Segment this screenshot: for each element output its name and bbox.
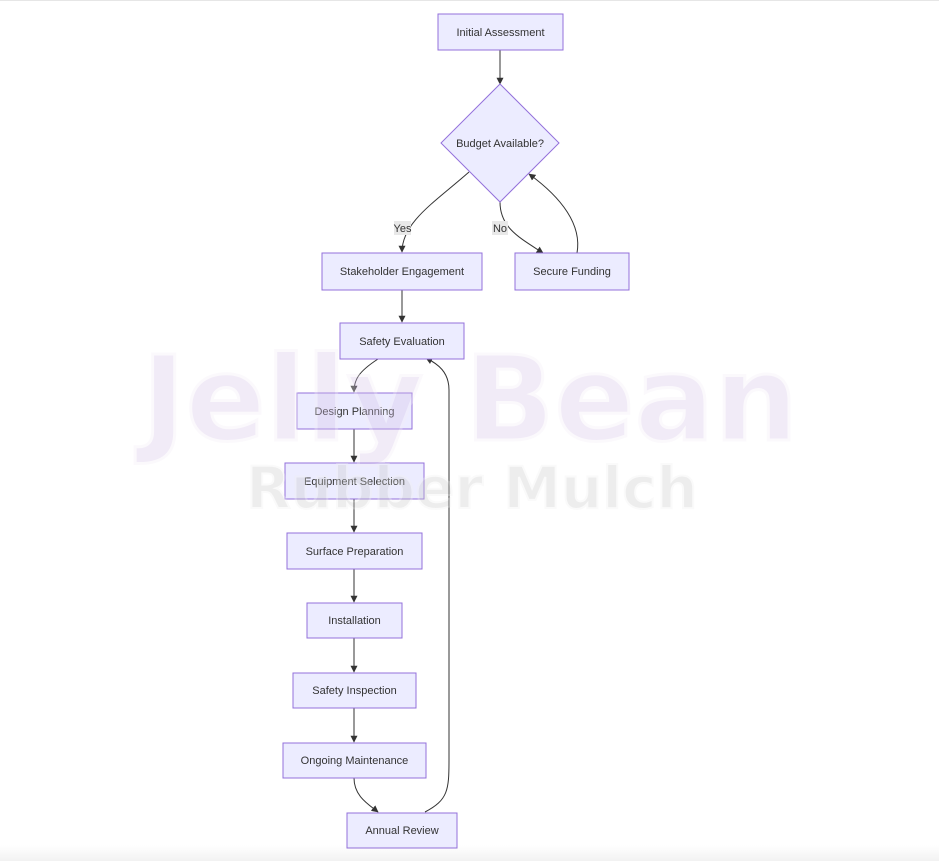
svg-text:Safety Evaluation: Safety Evaluation [359,336,445,348]
svg-text:Secure Funding: Secure Funding [533,266,611,278]
watermark-logo: Jelly Bean Rubber Mulch [133,329,799,524]
edge-budget-to-stakeholder [398,171,470,253]
node-equipment-selection[interactable]: Equipment Selection [284,462,425,500]
svg-text:Budget Available?: Budget Available? [456,138,544,150]
node-initial-assessment[interactable]: Initial Assessment [437,13,564,51]
node-ongoing-maintenance[interactable]: Ongoing Maintenance [282,742,427,779]
svg-text:Initial Assessment: Initial Assessment [456,27,544,39]
edge-maintenance-to-review [353,777,379,813]
node-budget-available[interactable]: Budget Available? [440,83,560,203]
svg-text:Surface Preparation: Surface Preparation [306,546,404,558]
svg-text:Equipment Selection: Equipment Selection [304,476,405,488]
edge-safety-evaluation-to-design [350,358,379,393]
node-design-planning[interactable]: Design Planning [296,392,413,430]
svg-text:Ongoing Maintenance: Ongoing Maintenance [301,755,409,767]
node-safety-inspection[interactable]: Safety Inspection [292,672,417,709]
svg-text:Yes: Yes [394,223,412,235]
edge-label-yes: Yes [394,221,412,235]
node-secure-funding[interactable]: Secure Funding [514,252,630,291]
svg-text:Rubber Mulch: Rubber Mulch [246,454,698,522]
svg-text:No: No [493,223,507,235]
node-surface-preparation[interactable]: Surface Preparation [286,532,423,570]
svg-text:Design Planning: Design Planning [314,406,394,418]
edge-budget-to-funding [499,201,544,254]
top-divider [0,0,939,1]
edge-label-no: No [492,221,508,235]
svg-text:Stakeholder Engagement: Stakeholder Engagement [340,266,464,278]
node-annual-review[interactable]: Annual Review [346,812,458,849]
node-installation[interactable]: Installation [306,602,403,639]
node-safety-evaluation[interactable]: Safety Evaluation [339,322,465,360]
edge-funding-to-budget [528,173,579,254]
svg-text:Jelly Bean: Jelly Bean [135,330,798,468]
node-stakeholder-engagement[interactable]: Stakeholder Engagement [321,252,483,291]
svg-text:Installation: Installation [328,615,381,627]
edge-review-to-safety-evaluation [424,357,450,813]
bottom-shadow [0,845,939,861]
svg-text:Annual Review: Annual Review [365,825,438,837]
svg-text:Safety Inspection: Safety Inspection [312,685,396,697]
